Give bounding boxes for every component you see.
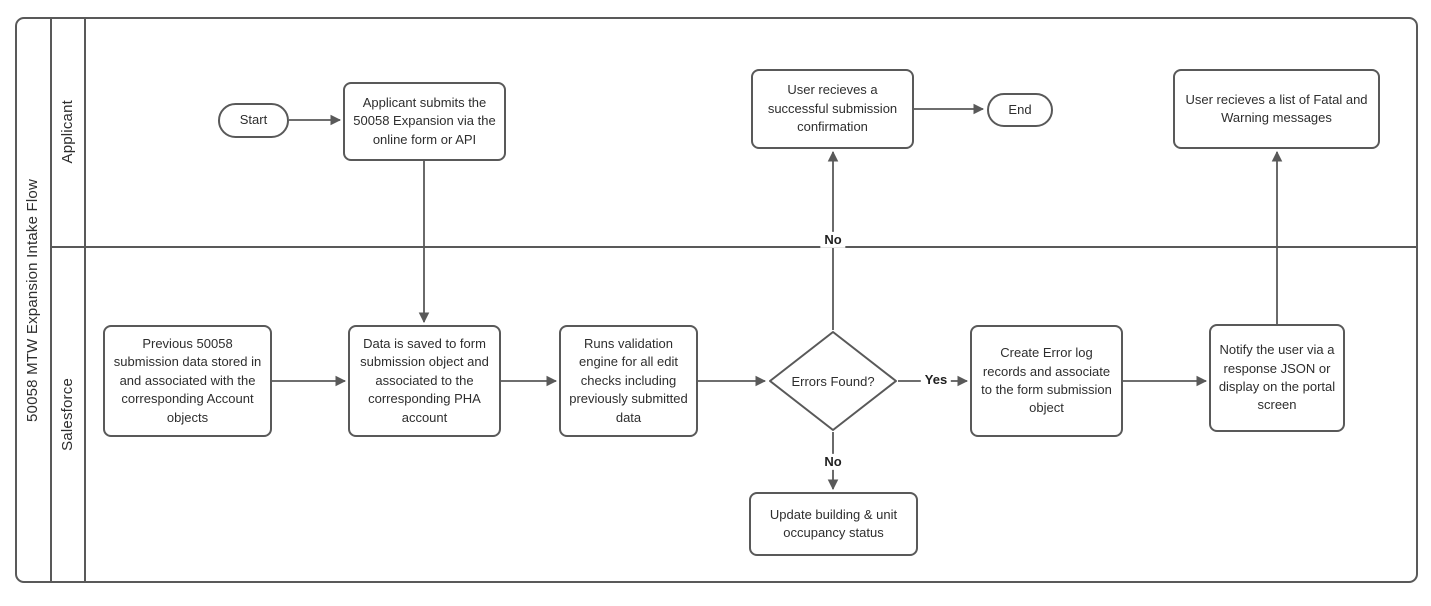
lane-label-applicant-text: Applicant [58,99,76,164]
node-previous-submission-data: Previous 50058 submission data stored in… [103,325,272,437]
lane-label-salesforce-text: Salesforce [58,378,76,451]
node-errors-found-label: Errors Found? [791,373,875,389]
lane-label-column-divider [84,17,86,583]
node-data-saved: Data is saved to form submission object … [348,325,501,437]
node-notify-user: Notify the user via a response JSON or d… [1209,324,1345,432]
diagram-title: 50058 MTW Expansion Intake Flow [24,178,41,422]
edge-label-no-up: No [820,231,846,249]
diagram-frame [15,17,1418,583]
edge-label-no-down: No [820,453,846,471]
lane-divider [50,246,1418,248]
lane-label-salesforce: Salesforce [50,246,84,583]
title-column-divider [50,17,52,583]
node-success-confirmation: User recieves a successful submission co… [751,69,914,149]
node-errors-found-decision: Errors Found? [768,330,898,432]
node-validation-engine: Runs validation engine for all edit chec… [559,325,698,437]
node-end-terminator: End [987,93,1053,127]
lane-label-applicant: Applicant [50,17,84,246]
edge-label-yes: Yes [920,371,952,389]
node-update-occupancy: Update building & unit occupancy status [749,492,918,556]
node-applicant-submits: Applicant submits the 50058 Expansion vi… [343,82,506,161]
node-start-terminator: Start [218,103,289,138]
node-create-error-log: Create Error log records and associate t… [970,325,1123,437]
node-fatal-warning-messages: User recieves a list of Fatal and Warnin… [1173,69,1380,149]
diagram-title-cell: 50058 MTW Expansion Intake Flow [15,17,50,583]
decision-diamond-shape [769,331,897,431]
